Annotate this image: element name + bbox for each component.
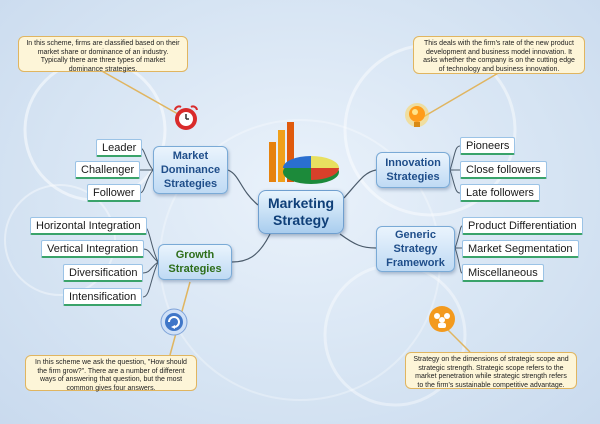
md-line3: Strategies — [163, 178, 218, 190]
md-line2: Dominance — [160, 164, 221, 176]
growth-node[interactable]: Growth Strategies — [158, 244, 232, 280]
note-innovation: This deals with the firm's rate of the n… — [413, 36, 585, 74]
alarm-clock-icon — [174, 105, 198, 130]
leaf-leader[interactable]: Leader — [96, 139, 143, 157]
leaf-miscellaneous[interactable]: Miscellaneous — [462, 264, 544, 282]
center-line2: Strategy — [272, 212, 330, 228]
leaf-market-segmentation[interactable]: Market Segmentation — [462, 240, 579, 258]
leaf-intensification[interactable]: Intensification — [63, 288, 143, 306]
leaf-vertical-integration[interactable]: Vertical Integration — [41, 240, 145, 258]
leaf-close-followers[interactable]: Close followers — [460, 161, 547, 179]
generic-framework-node[interactable]: Generic Strategy Framework — [376, 226, 455, 272]
people-icon — [429, 306, 455, 332]
leaf-late-followers[interactable]: Late followers — [460, 184, 540, 202]
note-growth: In this scheme we ask the question, "How… — [25, 355, 197, 392]
leaf-diversification[interactable]: Diversification — [63, 264, 144, 282]
leaf-follower[interactable]: Follower — [87, 184, 141, 202]
bulb-icon — [405, 103, 429, 127]
leaf-horizontal-integration[interactable]: Horizontal Integration — [30, 217, 147, 235]
inn-line2: Strategies — [386, 171, 440, 183]
leaf-challenger[interactable]: Challenger — [75, 161, 141, 179]
md-line1: Market — [172, 150, 209, 162]
gr-line1: Growth — [175, 249, 215, 261]
leaf-product-differentiation[interactable]: Product Differentiation — [462, 217, 583, 235]
leaf-pioneers[interactable]: Pioneers — [460, 137, 516, 155]
center-line1: Marketing — [267, 195, 335, 211]
gen-line3: Framework — [386, 257, 445, 269]
inn-line1: Innovation — [385, 157, 441, 169]
note-generic: Strategy on the dimensions of strategic … — [405, 352, 577, 389]
note-market-dominance: In this scheme, firms are classified bas… — [18, 36, 188, 73]
market-dominance-node[interactable]: Market Dominance Strategies — [153, 146, 228, 194]
bar-pie-chart-icon — [269, 122, 339, 184]
central-topic-node[interactable]: Marketing Strategy — [258, 190, 344, 234]
gr-line2: Strategies — [168, 263, 222, 275]
refresh-icon — [160, 308, 188, 336]
gen-line2: Strategy — [393, 243, 438, 255]
innovation-node[interactable]: Innovation Strategies — [376, 152, 450, 188]
gen-line1: Generic — [395, 229, 436, 241]
